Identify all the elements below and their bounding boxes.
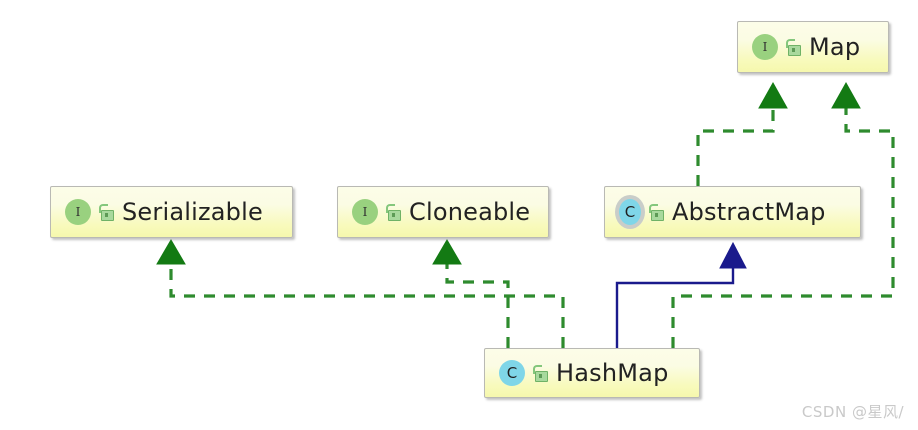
watermark-text: CSDN @星风/ (801, 403, 904, 421)
open-lock-icon (785, 39, 801, 56)
arrowhead-triangle-icon (156, 239, 186, 265)
edge-line (615, 262, 735, 348)
edge-hashmap-map[interactable] (671, 81, 895, 348)
open-lock-icon (648, 204, 664, 221)
interface-badge-icon: I (352, 199, 378, 225)
class-node-label: Cloneable (409, 198, 531, 226)
class-node-hashmap[interactable]: C HashMap (484, 348, 700, 398)
class-node-abstractmap[interactable]: C AbstractMap (604, 186, 861, 238)
arrowhead-triangle-icon (432, 239, 462, 265)
class-node-label: AbstractMap (672, 198, 826, 226)
open-lock-icon (98, 204, 114, 221)
edge-line (445, 258, 510, 348)
arrowhead-triangle-icon (758, 81, 788, 109)
open-lock-icon (385, 204, 401, 221)
edge-hashmap-abstractmap[interactable] (615, 241, 747, 348)
class-node-label: Serializable (122, 198, 263, 226)
class-badge-icon: C (499, 360, 525, 386)
interface-badge-icon: I (752, 34, 778, 60)
arrowhead-triangle-icon (719, 241, 747, 269)
class-node-label: HashMap (556, 359, 669, 387)
edge-line (671, 102, 895, 348)
class-node-label: Map (809, 33, 861, 61)
open-lock-icon (532, 365, 548, 382)
edge-abstractmap-map[interactable] (696, 81, 788, 186)
class-node-map[interactable]: I Map (737, 21, 889, 73)
abstract-class-badge-icon: C (614, 198, 642, 226)
class-node-serializable[interactable]: I Serializable (50, 186, 293, 238)
edge-line (696, 102, 775, 186)
edge-line (169, 258, 565, 348)
interface-badge-icon: I (65, 199, 91, 225)
edge-hashmap-serializable[interactable] (156, 239, 565, 348)
edge-hashmap-cloneable[interactable] (432, 239, 510, 348)
class-node-cloneable[interactable]: I Cloneable (337, 186, 549, 238)
arrowhead-triangle-icon (831, 81, 861, 109)
